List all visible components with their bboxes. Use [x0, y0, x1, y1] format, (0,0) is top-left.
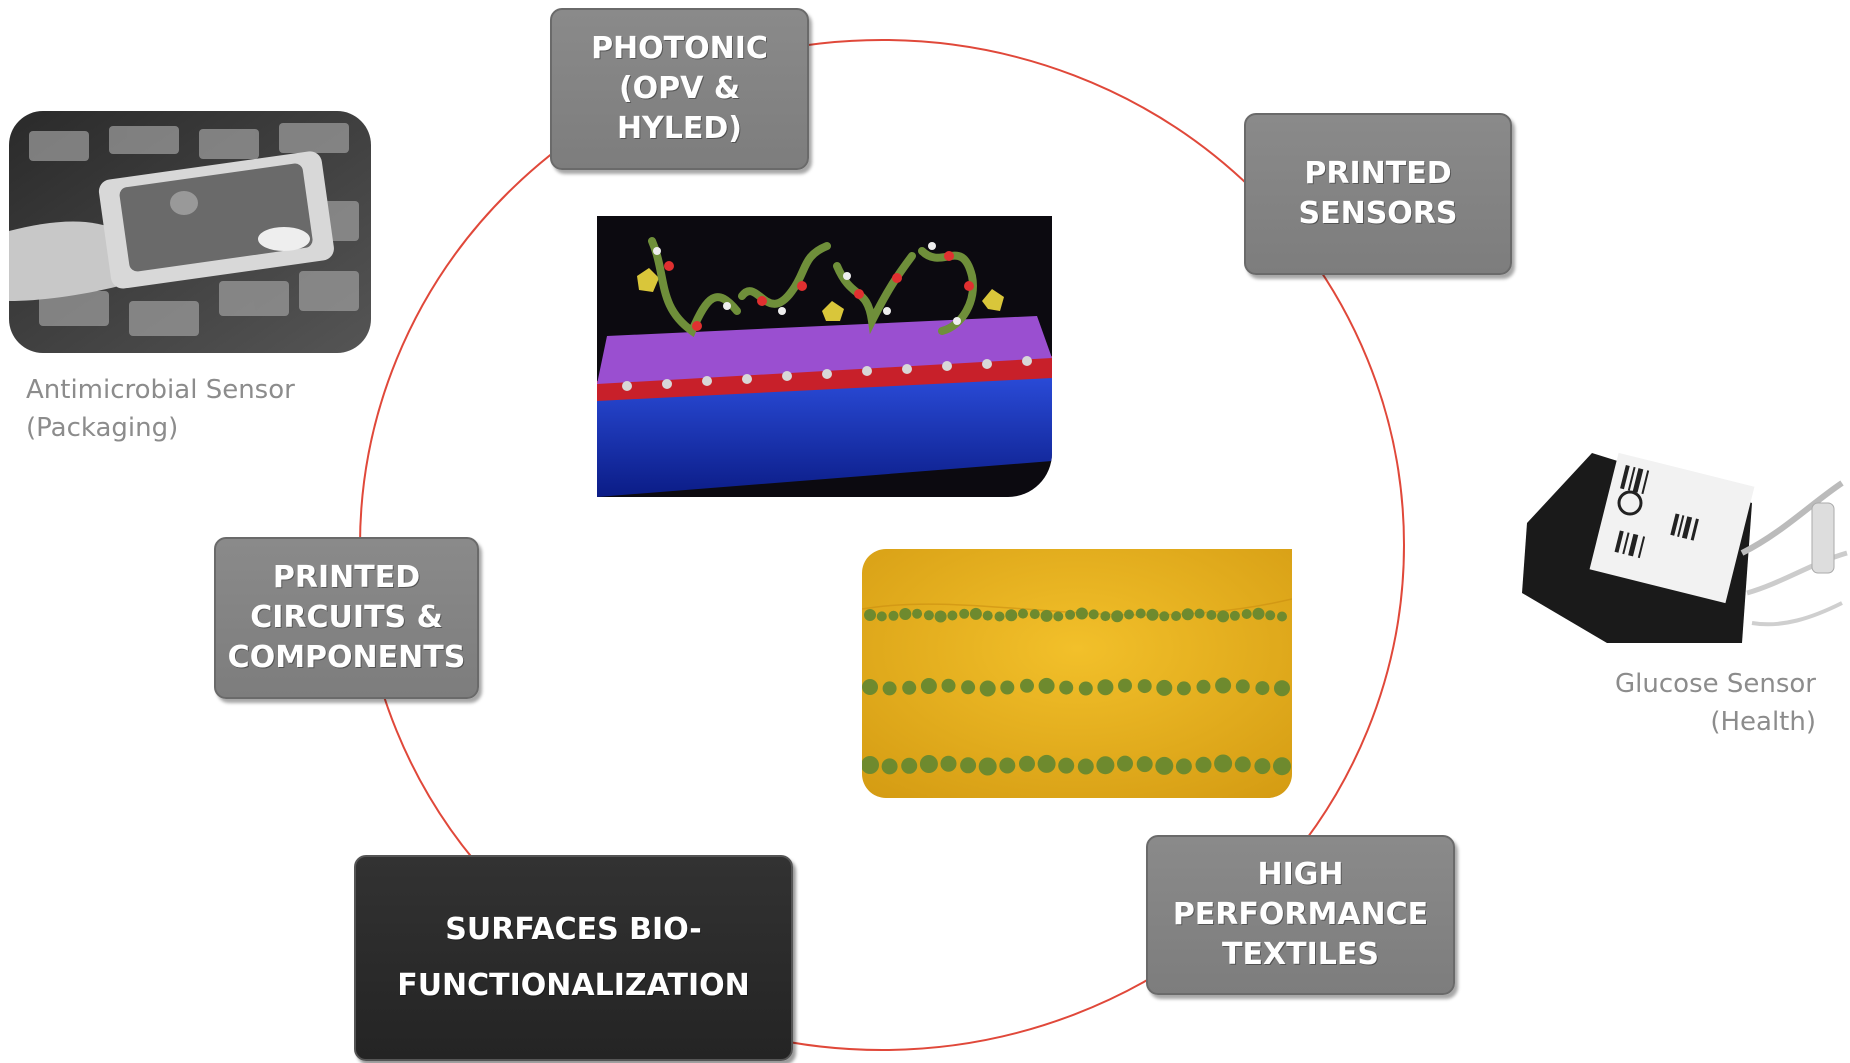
- droplet: [941, 678, 956, 693]
- droplet: [1111, 610, 1124, 623]
- droplet: [961, 680, 976, 695]
- droplet: [881, 758, 898, 775]
- droplet: [1018, 608, 1028, 619]
- droplet: [1265, 610, 1276, 621]
- droplet: [862, 756, 879, 774]
- droplet: [882, 681, 897, 696]
- droplet: [959, 608, 970, 619]
- droplet: [1171, 611, 1182, 621]
- droplet: [1234, 756, 1251, 773]
- droplet: [979, 680, 996, 697]
- droplet: [982, 610, 993, 621]
- droplet: [1176, 681, 1191, 696]
- droplet: [1075, 607, 1088, 620]
- droplet: [1088, 609, 1099, 620]
- droplet: [934, 610, 947, 623]
- droplet: [1078, 681, 1093, 696]
- droplet: [1194, 608, 1205, 619]
- droplet: [923, 610, 934, 621]
- droplet: [1020, 678, 1034, 693]
- droplet: [1217, 610, 1230, 623]
- droplet: [940, 755, 957, 772]
- droplet: [1181, 608, 1194, 621]
- caption-glucose: Glucose Sensor (Health): [1615, 669, 1816, 737]
- droplet: [1229, 610, 1240, 621]
- droplet: [1235, 679, 1250, 694]
- droplet: [1096, 756, 1115, 775]
- droplet: [1241, 609, 1252, 619]
- droplet: [969, 607, 982, 620]
- droplet: [1277, 611, 1287, 622]
- droplet: [901, 757, 918, 774]
- droplet: [1117, 755, 1133, 772]
- node-printed-sensors: PRINTED SENSORS: [1244, 113, 1512, 275]
- droplet: [1124, 609, 1134, 620]
- node-surfaces-bio-label: SURFACES BIO- FUNCTIONALIZATION: [397, 912, 750, 1003]
- droplet: [1037, 754, 1056, 773]
- droplet: [1005, 609, 1018, 622]
- droplet: [1058, 757, 1075, 774]
- droplet: [1195, 756, 1212, 773]
- droplet: [1196, 679, 1211, 694]
- droplet: [1059, 680, 1074, 695]
- droplet: [1000, 680, 1015, 695]
- droplet: [902, 680, 917, 695]
- droplet: [1156, 679, 1173, 696]
- node-surfaces-bio: SURFACES BIO- FUNCTIONALIZATION: [354, 855, 793, 1061]
- droplet: [1029, 609, 1040, 620]
- droplet: [1053, 611, 1064, 622]
- droplet: [1214, 754, 1233, 773]
- droplet: [1077, 758, 1094, 775]
- node-printed-sensors-label: PRINTED SENSORS: [1298, 156, 1458, 231]
- droplet: [1038, 677, 1055, 694]
- droplet: [888, 610, 899, 621]
- droplet: [947, 610, 958, 621]
- blood-bag-photo: [1512, 443, 1850, 658]
- droplet: [920, 678, 937, 694]
- node-printed-circuits-label: PRINTED CIRCUITS & COMPONENTS: [227, 560, 466, 675]
- node-photonic-label: PHOTONIC (OPV & HYLED): [591, 31, 768, 146]
- droplet: [960, 757, 977, 774]
- droplet: [1100, 611, 1111, 622]
- droplet: [1255, 681, 1270, 696]
- node-printed-circuits: PRINTED CIRCUITS & COMPONENTS: [214, 537, 479, 699]
- droplet: [1254, 758, 1271, 775]
- droplet: [1019, 755, 1035, 772]
- droplet: [1065, 609, 1076, 620]
- node-textiles: HIGH PERFORMANCE TEXTILES: [1146, 835, 1455, 995]
- droplet: [912, 608, 923, 619]
- droplet: [876, 611, 887, 622]
- droplet: [899, 608, 912, 620]
- droplet: [1252, 607, 1265, 620]
- droplet: [1159, 611, 1170, 622]
- droplet: [1175, 758, 1192, 775]
- droplet: [1146, 608, 1159, 621]
- droplet: [1206, 610, 1217, 620]
- droplet: [1040, 609, 1053, 622]
- droplet: [999, 757, 1016, 774]
- droplet: [1273, 757, 1291, 776]
- droplet: [1155, 756, 1174, 775]
- droplet: [864, 609, 876, 621]
- droplet: [994, 611, 1005, 622]
- droplet: [1136, 756, 1153, 773]
- molecular-surface-photo: [597, 216, 1052, 497]
- droplet: [919, 755, 938, 773]
- droplet: [1097, 679, 1114, 696]
- droplet: [978, 757, 997, 776]
- droplet: [1274, 680, 1290, 697]
- droplet-array-photo: [862, 549, 1292, 798]
- droplet: [1137, 679, 1152, 694]
- packaging-photo: [9, 111, 371, 353]
- caption-antimicrobial: Antimicrobial Sensor (Packaging): [26, 375, 295, 443]
- node-photonic: PHOTONIC (OPV & HYLED): [550, 8, 809, 170]
- node-textiles-label: HIGH PERFORMANCE TEXTILES: [1172, 857, 1429, 972]
- droplet: [1135, 608, 1146, 619]
- droplet: [1215, 677, 1232, 694]
- droplet: [1118, 678, 1132, 693]
- droplet: [862, 679, 878, 695]
